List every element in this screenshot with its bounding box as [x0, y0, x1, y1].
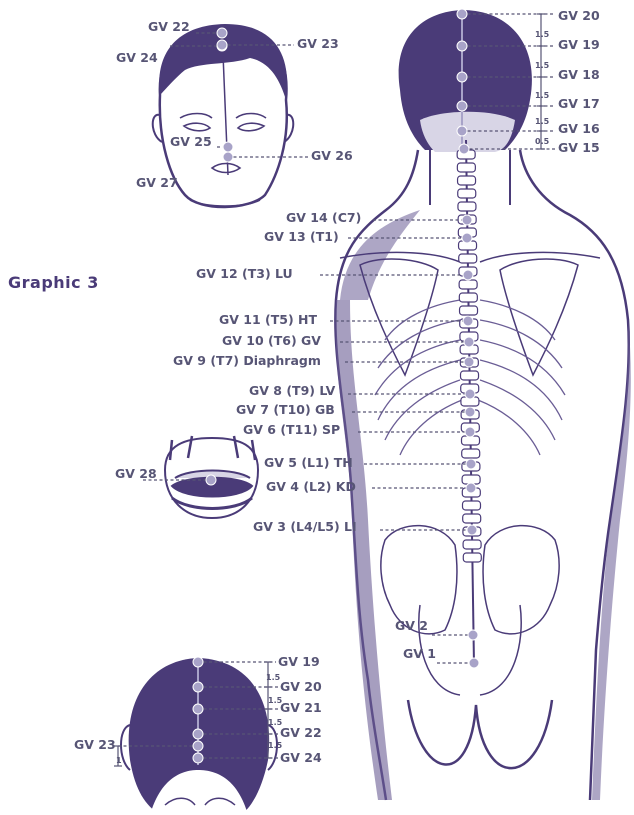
back-spacing-4: 1.5	[535, 117, 549, 126]
face-point-gv23	[217, 40, 227, 50]
spine-point-gv4	[466, 483, 476, 493]
face-point-gv25	[223, 142, 233, 152]
vertebra	[463, 553, 481, 562]
vertebra	[459, 293, 477, 302]
label-crown-gv23: GV 23	[74, 739, 116, 752]
back-point-gv19	[457, 41, 467, 51]
label-back-gv16: GV 16	[558, 123, 600, 136]
label-face-gv22: GV 22	[148, 21, 190, 34]
crown-spacing-4: 1.5	[268, 741, 282, 750]
back-spacing-5: 0.5	[535, 137, 549, 146]
label-spine-gv4: GV 4 (L2) KD	[266, 481, 356, 494]
spine-point-gv13	[462, 233, 472, 243]
spine-point-gv2	[468, 630, 478, 640]
label-spine-gv1: GV 1	[403, 648, 436, 661]
label-spine-gv9: GV 9 (T7) Diaphragm	[173, 355, 321, 368]
vertebra	[460, 306, 478, 315]
spine-point-gv5	[466, 459, 476, 469]
label-mouth-gv28: GV 28	[115, 468, 157, 481]
label-spine-gv14: GV 14 (C7)	[286, 212, 361, 225]
label-face-gv25: GV 25	[170, 136, 212, 149]
label-spine-gv12: GV 12 (T3) LU	[196, 268, 293, 281]
label-back-gv15: GV 15	[558, 142, 600, 155]
label-spine-gv10: GV 10 (T6) GV	[222, 335, 321, 348]
pelvis	[381, 526, 559, 695]
face-point-gv26	[223, 152, 233, 162]
label-crown-gv20: GV 20	[280, 681, 322, 694]
spine-point-gv3	[467, 525, 477, 535]
label-face-gv26: GV 26	[311, 150, 353, 163]
vertebra	[457, 163, 475, 172]
crown-spacing-5: 1	[116, 756, 122, 765]
crown-spacing-1: 1.5	[266, 673, 280, 682]
crown-spacing-3: 1.5	[268, 718, 282, 727]
crown-point-gv23	[193, 741, 203, 751]
vertebra	[458, 202, 476, 211]
label-back-gv18: GV 18	[558, 69, 600, 82]
vertebra	[463, 514, 481, 523]
back-point-gv16	[457, 126, 467, 136]
label-face-gv23: GV 23	[297, 38, 339, 51]
label-back-gv17: GV 17	[558, 98, 600, 111]
vertebra	[458, 189, 476, 198]
vertebra	[459, 254, 477, 263]
crown-point-gv20	[193, 682, 203, 692]
vertebra	[463, 501, 481, 510]
vertebra	[462, 449, 480, 458]
label-spine-gv2: GV 2	[395, 620, 428, 633]
label-crown-gv22: GV 22	[280, 727, 322, 740]
label-crown-gv19: GV 19	[278, 656, 320, 669]
vertebra	[458, 176, 476, 185]
spine-point-gv10	[464, 337, 474, 347]
spine-point-gv1	[469, 658, 479, 668]
spine-point-gv12	[463, 270, 473, 280]
back-point-gv18	[457, 72, 467, 82]
label-spine-gv5: GV 5 (L1) TH	[264, 457, 353, 470]
spine-point-gv14	[462, 215, 472, 225]
label-face-gv24: GV 24	[116, 52, 158, 65]
label-spine-gv13: GV 13 (T1)	[264, 231, 339, 244]
face-point-gv22	[217, 28, 227, 38]
vertebra	[461, 371, 479, 380]
label-spine-gv3: GV 3 (L4/L5) LI	[253, 521, 357, 534]
crown-point-gv19	[193, 657, 203, 667]
label-crown-gv24: GV 24	[280, 752, 322, 765]
right-side-shade	[592, 320, 631, 800]
back-point-gv15	[459, 144, 469, 154]
vertebra	[459, 280, 477, 289]
label-spine-gv6: GV 6 (T11) SP	[243, 424, 340, 437]
spine-point-gv8	[465, 389, 475, 399]
back-spacing-1: 1.5	[535, 30, 549, 39]
back-point-gv17	[457, 101, 467, 111]
label-back-gv19: GV 19	[558, 39, 600, 52]
label-crown-gv21: GV 21	[280, 702, 322, 715]
spine-point-gv7	[465, 407, 475, 417]
crown-point-gv22	[193, 729, 203, 739]
crown-spacing-2: 1.5	[268, 696, 282, 705]
vertebra	[463, 540, 481, 549]
crown-point-gv24	[193, 753, 203, 763]
spine-point-gv9	[464, 357, 474, 367]
buttocks-outline	[408, 700, 552, 768]
mouth-point-gv28	[206, 475, 216, 485]
back-spacing-3: 1.5	[535, 91, 549, 100]
label-spine-gv11: GV 11 (T5) HT	[219, 314, 317, 327]
label-spine-gv8: GV 8 (T9) LV	[249, 385, 335, 398]
left-side-shade	[335, 300, 392, 800]
label-back-gv20: GV 20	[558, 10, 600, 23]
label-spine-gv7: GV 7 (T10) GB	[236, 404, 335, 417]
back-point-gv20	[457, 9, 467, 19]
label-face-gv27: GV 27	[136, 177, 178, 190]
back-spacing-2: 1.5	[535, 61, 549, 70]
spine-point-gv11	[463, 316, 473, 326]
crown-point-gv21	[193, 704, 203, 714]
spine-point-gv6	[465, 427, 475, 437]
